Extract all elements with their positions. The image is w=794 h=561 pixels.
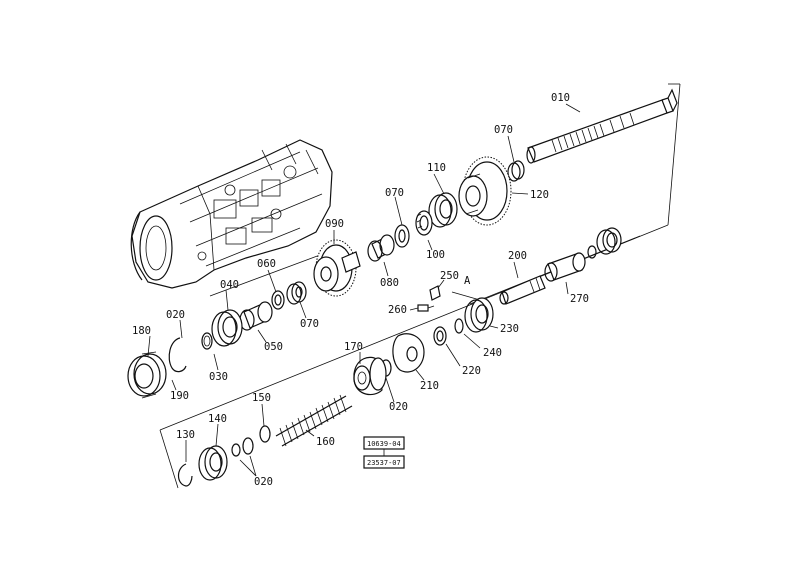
part-label: 240 (483, 347, 502, 359)
part-label: 030 (209, 371, 228, 383)
transmission-case (130, 139, 333, 289)
shaft-200 (499, 275, 546, 305)
part-label: 040 (220, 279, 239, 291)
collar-070-middle (394, 224, 410, 248)
part-label: 160 (316, 436, 335, 448)
pin-260 (417, 304, 435, 312)
part-label: 060 (257, 258, 276, 270)
ring-240 (454, 318, 464, 334)
part-label: 150 (252, 392, 271, 404)
main-shaft-010 (526, 88, 678, 164)
part-label: 120 (530, 189, 549, 201)
bearing-040 (211, 309, 243, 347)
bearing-140 (198, 445, 228, 481)
washer-060 (271, 290, 285, 310)
part-label: 020 (166, 309, 185, 321)
part-label: 050 (264, 341, 283, 353)
snap-ring-020-upper (168, 337, 187, 373)
bearing-230 (464, 297, 494, 333)
part-label: 130 (176, 429, 195, 441)
clip-250 (429, 285, 441, 301)
part-label: 210 (420, 380, 439, 392)
part-label: 270 (570, 293, 589, 305)
part-label: A (464, 275, 471, 287)
spring-160 (275, 394, 353, 447)
hub-170 (353, 356, 387, 396)
collar-070-lower (286, 281, 307, 305)
part-label: 260 (388, 304, 407, 316)
bearing-110 (428, 192, 458, 228)
reference-top: 10639-04 (367, 440, 401, 448)
leader-lines (147, 103, 581, 477)
part-label: 140 (208, 413, 227, 425)
part-label: 190 (170, 390, 189, 402)
collar-070-top (507, 160, 525, 182)
part-label: 100 (426, 249, 445, 261)
part-label: 250 (440, 270, 459, 282)
washer-220 (433, 326, 447, 346)
part-labels: 010 070 110 120 070 090 100 080 060 070 … (132, 92, 589, 488)
gear-120 (458, 156, 512, 226)
sleeve-050 (239, 301, 273, 331)
part-label: 200 (508, 250, 527, 262)
part-label: 180 (132, 325, 151, 337)
part-label: 020 (389, 401, 408, 413)
ring-030 (201, 332, 213, 350)
plate-210 (392, 333, 425, 373)
spacer-080 (367, 234, 395, 262)
reference-bottom: 23537-07 (367, 459, 401, 467)
part-label: 220 (462, 365, 481, 377)
needle-bearing-100 (415, 210, 433, 236)
part-label: 230 (500, 323, 519, 335)
part-label: 110 (427, 162, 446, 174)
part-label: 080 (380, 277, 399, 289)
snap-ring-130 (177, 463, 193, 487)
sleeve-270 (544, 252, 586, 282)
part-label: 010 (551, 92, 570, 104)
gear-090 (313, 239, 361, 297)
seal-housing-180 (127, 351, 167, 399)
ring-020-lower (231, 437, 254, 457)
part-label: 070 (300, 318, 319, 330)
washer-150 (259, 425, 271, 443)
part-label: 070 (494, 124, 513, 136)
ring-right (587, 245, 597, 259)
part-label: 090 (325, 218, 344, 230)
part-label: 020 (254, 476, 273, 488)
part-label: 170 (344, 341, 363, 353)
bearing-right (596, 227, 622, 255)
part-label: 070 (385, 187, 404, 199)
reference-box: 10639-04 23537-07 (363, 436, 405, 469)
